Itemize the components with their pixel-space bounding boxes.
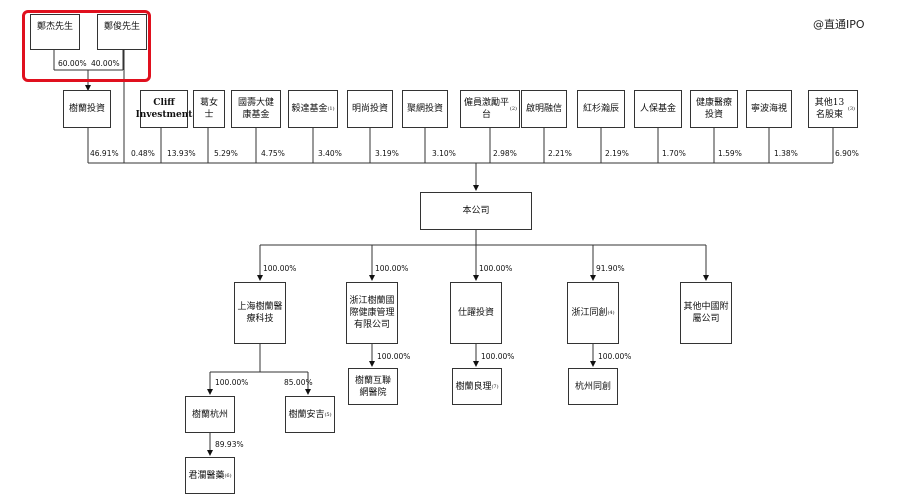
shareholder-pct: 3.40% <box>318 149 342 158</box>
subsidiary-box: 浙江同創(4) <box>567 282 619 344</box>
shareholder-label: 人保基金 <box>639 104 676 114</box>
level3-label: 樹蘭安吉 <box>288 409 325 420</box>
subsidiary-label: 上海樹蘭醫療科技 <box>237 302 283 324</box>
shareholder-box: 葛女士 <box>193 90 225 128</box>
founder-b-pct: 40.00% <box>91 59 120 68</box>
shareholder-pct: 2.98% <box>493 149 517 158</box>
level3-label: 樹蘭互聯網醫院 <box>354 375 391 398</box>
subsidiary-note: (4) <box>607 310 615 316</box>
subsidiary-box: 其他中國附屬公司 <box>680 282 732 344</box>
level3-box: 樹蘭杭州 <box>185 396 235 433</box>
company-box: 本公司 <box>420 192 532 230</box>
subsidiary-box: 上海樹蘭醫療科技 <box>234 282 286 344</box>
subsidiary-label: 仕躍投資 <box>457 308 494 318</box>
level3-note: (5) <box>324 411 332 418</box>
shareholder-label: Cliff Investment <box>135 98 193 120</box>
shareholder-pct: 0.48% <box>131 149 155 158</box>
shareholder-pct: 4.75% <box>261 149 285 158</box>
shareholder-box: 明尚投資 <box>347 90 393 128</box>
subsidiary-pct: 91.90% <box>596 264 625 273</box>
level4-note: (6) <box>224 472 232 479</box>
shareholder-pct: 6.90% <box>835 149 859 158</box>
level3-note: (7) <box>491 383 499 390</box>
shareholder-note: (2) <box>509 106 517 112</box>
level3-label: 杭州同創 <box>574 381 611 392</box>
level3-box: 樹蘭安吉(5) <box>285 396 335 433</box>
level3-pct: 100.00% <box>598 352 632 361</box>
subsidiary-label: 浙江同創 <box>571 308 608 318</box>
shareholder-box: 人保基金 <box>634 90 682 128</box>
shareholder-box: 樹蘭投資 <box>63 90 111 128</box>
subsidiary-label: 其他中國附屬公司 <box>683 302 729 324</box>
shareholder-label: 紅杉瀚辰 <box>582 104 619 114</box>
shareholder-pct: 5.29% <box>214 149 238 158</box>
level3-label: 樹蘭杭州 <box>191 409 228 420</box>
shareholder-box: 紅杉瀚辰 <box>577 90 625 128</box>
level3-pct: 100.00% <box>377 352 411 361</box>
level3-pct: 85.00% <box>284 378 313 387</box>
shareholder-box: 聚網投資 <box>402 90 448 128</box>
shareholder-label: 其他13名股東 <box>814 98 845 120</box>
watermark: @直通IPO <box>813 18 865 31</box>
shareholder-pct: 2.21% <box>548 149 572 158</box>
founder-a-label: 鄭杰先生 <box>36 22 73 32</box>
shareholder-pct: 3.19% <box>375 149 399 158</box>
shareholder-label: 聚網投資 <box>406 104 443 114</box>
subsidiary-pct: 100.00% <box>263 264 297 273</box>
shareholder-label: 僱員激勵平台 <box>463 98 509 120</box>
subsidiary-box: 仕躍投資 <box>450 282 502 344</box>
shareholder-label: 明尚投資 <box>351 104 388 114</box>
shareholder-label: 寧波海視 <box>750 104 787 114</box>
founder-a-box: 鄭杰先生 <box>30 14 80 50</box>
subsidiary-box: 浙江樹蘭國際健康管理有限公司 <box>346 282 398 344</box>
shareholder-box: 國壽大健康基金 <box>231 90 281 128</box>
level3-box: 樹蘭良理(7) <box>452 368 502 405</box>
shareholder-pct: 46.91% <box>90 149 119 158</box>
shareholder-box: 毅達基金(1) <box>288 90 338 128</box>
shareholder-note: (3) <box>847 106 855 112</box>
founder-b-label: 鄭俊先生 <box>103 22 140 32</box>
founder-a-pct: 60.00% <box>58 59 87 68</box>
subsidiary-pct: 100.00% <box>375 264 409 273</box>
shareholder-box: Cliff Investment <box>136 90 192 128</box>
founder-b-box: 鄭俊先生 <box>97 14 147 50</box>
shareholder-box: 寧波海視 <box>746 90 792 128</box>
subsidiary-label: 浙江樹蘭國際健康管理有限公司 <box>349 296 395 330</box>
shareholder-pct: 3.10% <box>432 149 456 158</box>
shareholder-pct: 13.93% <box>167 149 196 158</box>
shareholder-label: 國壽大健康基金 <box>237 98 274 120</box>
shareholder-label: 毅達基金 <box>291 104 328 114</box>
level4-label: 君瀾醫藥 <box>188 470 225 481</box>
founders-highlight <box>22 10 151 82</box>
shareholder-label: 啟明融信 <box>525 104 562 114</box>
level4-box: 君瀾醫藥(6) <box>185 457 235 494</box>
level3-box: 樹蘭互聯網醫院 <box>348 368 398 405</box>
shareholder-label: 健康醫療投資 <box>695 98 732 120</box>
shareholder-pct: 1.59% <box>718 149 742 158</box>
level4-pct: 89.93% <box>215 440 244 449</box>
company-label: 本公司 <box>462 206 490 216</box>
shareholder-box: 健康醫療投資 <box>690 90 738 128</box>
level3-pct: 100.00% <box>215 378 249 387</box>
shareholder-pct: 2.19% <box>605 149 629 158</box>
shareholder-box: 僱員激勵平台(2) <box>460 90 520 128</box>
subsidiary-pct: 100.00% <box>479 264 513 273</box>
shareholder-note: (1) <box>327 106 335 112</box>
shareholder-pct: 1.70% <box>662 149 686 158</box>
level3-box: 杭州同創 <box>568 368 618 405</box>
shareholder-box: 其他13名股東(3) <box>808 90 858 128</box>
level3-pct: 100.00% <box>481 352 515 361</box>
shareholder-box: 啟明融信 <box>521 90 567 128</box>
level3-label: 樹蘭良理 <box>455 381 492 392</box>
shareholder-label: 葛女士 <box>199 98 218 120</box>
shareholder-label: 樹蘭投資 <box>68 104 105 114</box>
shareholder-pct: 1.38% <box>774 149 798 158</box>
